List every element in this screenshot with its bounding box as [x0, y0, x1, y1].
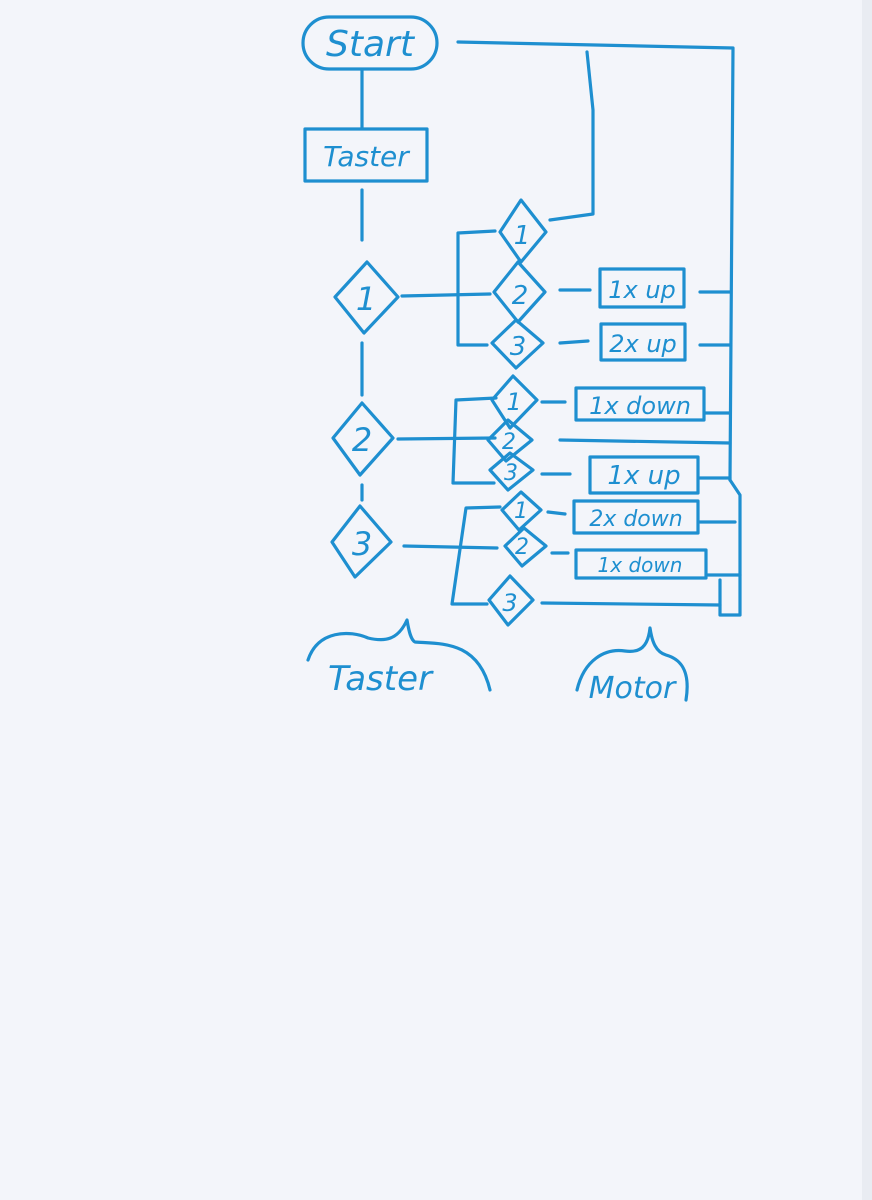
motor-decision-1-1: 1 — [498, 198, 548, 264]
svg-text:1x up: 1x up — [607, 461, 680, 491]
svg-text:2: 2 — [512, 281, 529, 311]
action-box-g2-3: 1x up — [588, 455, 700, 495]
taster-brace-label: Taster — [328, 659, 434, 699]
motor-decision-3-3: 3 — [487, 574, 535, 627]
svg-text:3: 3 — [352, 525, 372, 563]
svg-text:1x down: 1x down — [598, 553, 683, 577]
svg-text:1x up: 1x up — [608, 276, 676, 304]
motor-brace-label: Motor — [589, 671, 677, 706]
svg-text:3: 3 — [502, 589, 517, 617]
taster-decision-2: 2 — [331, 401, 395, 477]
action-box-g1-2: 1x up — [598, 267, 686, 309]
svg-text:3: 3 — [510, 332, 527, 362]
taster-brace: Taster — [306, 618, 492, 699]
motor-decision-2-1: 1 — [490, 374, 539, 430]
motor-decision-2-2: 2 — [486, 418, 534, 463]
svg-text:1: 1 — [356, 280, 376, 318]
action-box-g3-2: 1x down — [574, 548, 708, 580]
svg-text:3: 3 — [504, 461, 518, 486]
action-box-g3-1: 2x down — [572, 499, 700, 535]
svg-text:2: 2 — [502, 430, 516, 455]
motor-decision-3-1: 1 — [500, 490, 543, 532]
svg-text:1x down: 1x down — [589, 392, 691, 420]
svg-text:2: 2 — [515, 535, 529, 560]
svg-text:2: 2 — [352, 421, 372, 459]
start-label: Start — [326, 24, 416, 65]
motor-decision-1-2: 2 — [492, 260, 547, 324]
svg-text:1: 1 — [506, 388, 521, 416]
svg-text:1: 1 — [514, 499, 528, 524]
taster-decision-3: 3 — [330, 504, 393, 579]
start-terminal: Start — [301, 15, 439, 71]
taster-box: Taster — [303, 127, 429, 183]
action-box-g1-3: 2x up — [599, 322, 687, 362]
taster-decision-1: 1 — [333, 260, 400, 335]
svg-text:1: 1 — [514, 221, 531, 251]
paper-edge — [862, 0, 872, 1200]
svg-text:2x down: 2x down — [589, 507, 682, 532]
motor-brace: Motor — [575, 626, 689, 706]
motor-decision-2-3: 3 — [488, 451, 535, 492]
motor-decision-3-2: 2 — [503, 526, 548, 568]
taster-box-label: Taster — [323, 140, 410, 173]
action-box-g2-1: 1x down — [574, 386, 706, 422]
svg-text:2x up: 2x up — [609, 330, 677, 358]
motor-decision-1-3: 3 — [490, 318, 545, 370]
